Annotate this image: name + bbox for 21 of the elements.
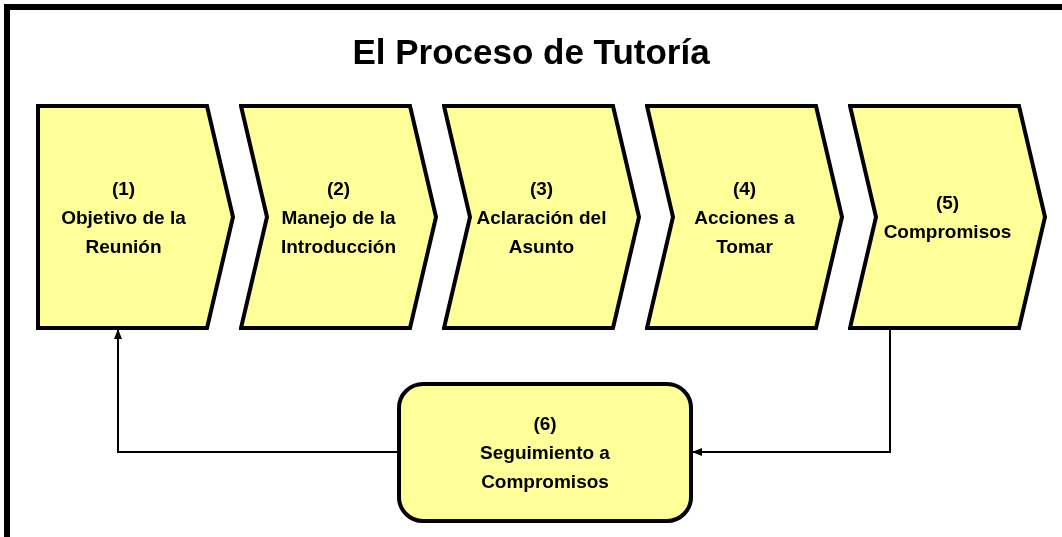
step-label: Manejo de la Introducción	[279, 205, 398, 259]
step-number: (6)	[533, 412, 557, 436]
process-step-box	[239, 104, 438, 330]
step-number: (2)	[326, 176, 351, 201]
diagram-title: El Proceso de Tutoría	[351, 31, 711, 73]
step-number: (1)	[111, 176, 136, 201]
rounded-process-box	[397, 382, 693, 523]
connector-arrow	[692, 329, 891, 456]
step-label: Objetivo de la Reunión	[60, 205, 187, 259]
step-number: (5)	[935, 191, 960, 215]
step-label: Compromisos	[883, 220, 1012, 244]
process-step-box	[848, 104, 1047, 330]
connector-arrow	[114, 329, 398, 453]
step-number: (3)	[529, 176, 554, 201]
process-step-box	[645, 104, 844, 330]
process-step-box	[442, 104, 641, 330]
step-label: Acciones a Tomar	[693, 205, 796, 259]
step-number: (4)	[732, 176, 757, 201]
step-label: Seguimiento a Compromisos	[479, 441, 611, 494]
step-label: Aclaración del Asunto	[475, 205, 608, 259]
process-step-box	[36, 104, 235, 330]
